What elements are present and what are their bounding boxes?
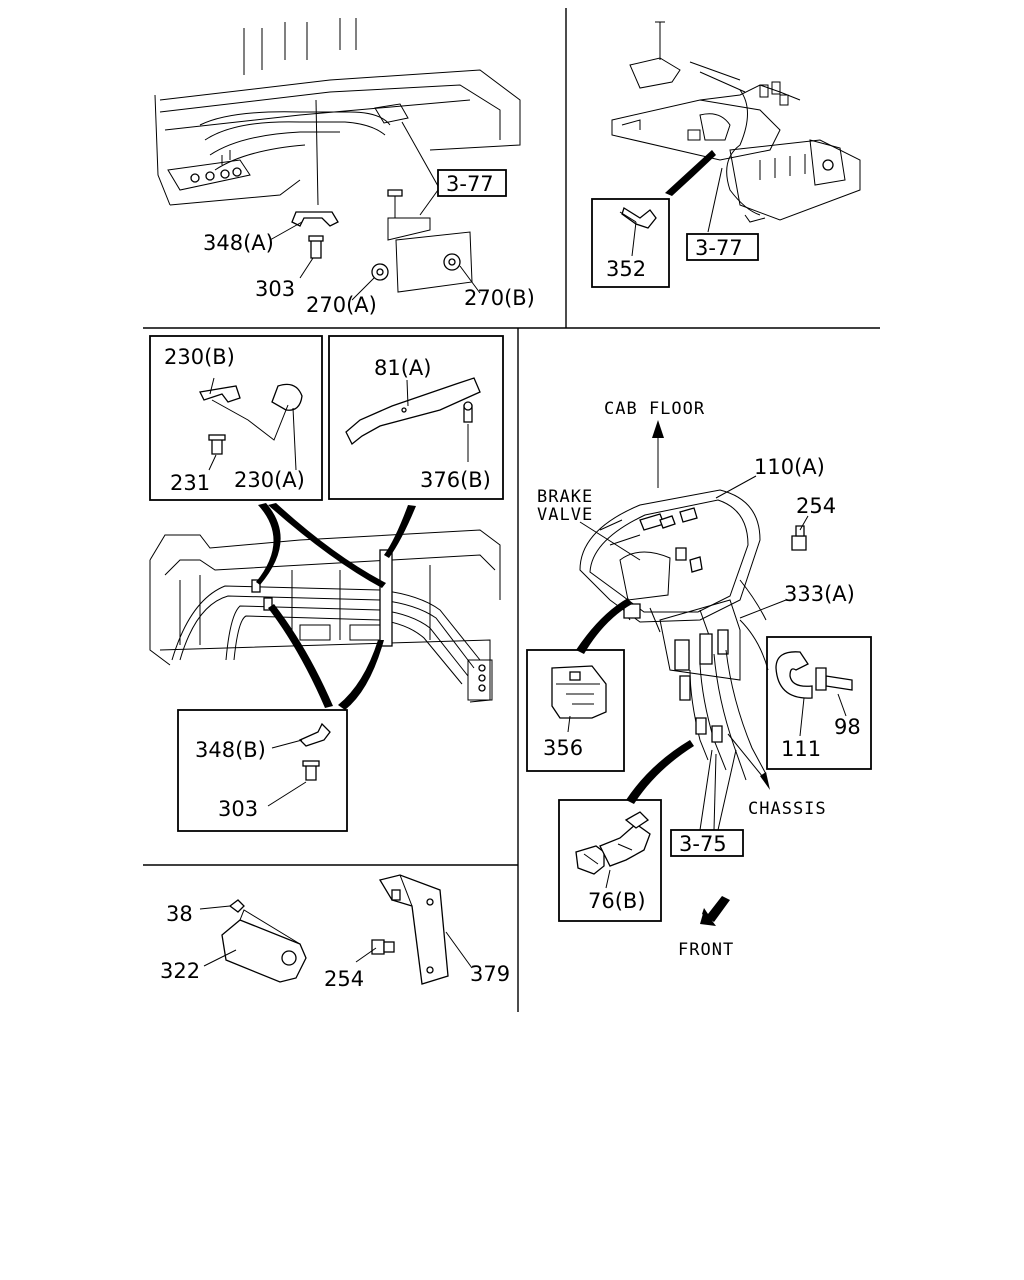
ref-box-3-77-right	[686, 233, 759, 261]
bracket-322	[221, 899, 307, 983]
label-cab-floor: CAB FLOOR	[604, 399, 705, 419]
brake-valve-body	[579, 489, 769, 781]
callout-wedge-230	[256, 503, 281, 585]
label-254-right: 254	[796, 494, 836, 518]
clip-348a	[291, 211, 339, 259]
label-322: 322	[160, 959, 200, 983]
label-38: 38	[166, 902, 193, 926]
detail-box-111	[766, 636, 872, 770]
label-348b: 348(B)	[195, 738, 266, 762]
label-303-box: 303	[218, 797, 258, 821]
callout-wedge-356	[576, 598, 632, 654]
clip-352	[619, 207, 657, 257]
detail-box-352	[591, 198, 670, 288]
label-379: 379	[470, 962, 510, 986]
callout-wedge-81	[384, 505, 416, 558]
label-brake: BRAKE	[537, 487, 593, 507]
frame-mid-left	[149, 529, 501, 703]
ref-box-3-77-top	[437, 169, 507, 197]
clamp-111	[775, 651, 853, 699]
callout-wedge-230b	[268, 503, 386, 588]
label-348a: 348(A)	[203, 231, 274, 255]
clip-356	[551, 665, 607, 719]
label-254-bottom: 254	[324, 967, 364, 991]
label-230b: 230(B)	[164, 345, 235, 369]
chassis-arrow-head	[760, 772, 770, 790]
label-81a: 81(A)	[374, 356, 431, 380]
brake-bracket-assembly	[611, 21, 861, 223]
label-230a: 230(A)	[234, 468, 305, 492]
label-front: FRONT	[678, 940, 734, 960]
panel-dividers	[143, 8, 880, 1012]
clip-230	[199, 383, 303, 455]
detail-box-76b	[558, 799, 662, 922]
label-333a: 333(A)	[784, 582, 855, 606]
ref-3-75: 3-75	[679, 832, 727, 856]
bracket-270	[371, 189, 473, 293]
ref-3-77-right: 3-77	[695, 236, 743, 260]
callout-wedge-348b	[268, 604, 333, 708]
label-110a: 110(A)	[754, 455, 825, 479]
frame-rail-top-left	[154, 18, 521, 206]
bracket-81a	[345, 377, 481, 446]
label-356: 356	[543, 736, 583, 760]
label-98: 98	[834, 715, 861, 739]
label-valve: VALVE	[537, 505, 593, 525]
label-231: 231	[170, 471, 210, 495]
clip-348b	[298, 722, 331, 781]
label-111: 111	[781, 737, 821, 761]
callout-wedge-352	[665, 150, 716, 196]
label-376b: 376(B)	[420, 468, 491, 492]
callout-wedge-76b	[626, 740, 694, 804]
detail-box-230	[149, 335, 323, 501]
callout-wedge-348b-2	[338, 640, 384, 710]
detail-box-81	[328, 335, 504, 500]
label-chassis: CHASSIS	[748, 799, 827, 819]
ref-box-3-75	[670, 829, 744, 857]
ref-3-77-top: 3-77	[446, 172, 494, 196]
fitting-254	[791, 525, 807, 551]
label-303-top: 303	[255, 277, 295, 301]
detail-box-348b	[177, 709, 348, 832]
label-270b: 270(B)	[464, 286, 535, 310]
label-352: 352	[606, 257, 646, 281]
bracket-379	[371, 874, 449, 985]
label-76b: 76(B)	[588, 889, 646, 913]
arrow-cab-floor	[652, 420, 664, 488]
label-270a: 270(A)	[306, 293, 377, 317]
detail-box-356	[526, 649, 625, 772]
clip-76b	[575, 811, 651, 875]
front-arrow-icon	[700, 896, 730, 926]
